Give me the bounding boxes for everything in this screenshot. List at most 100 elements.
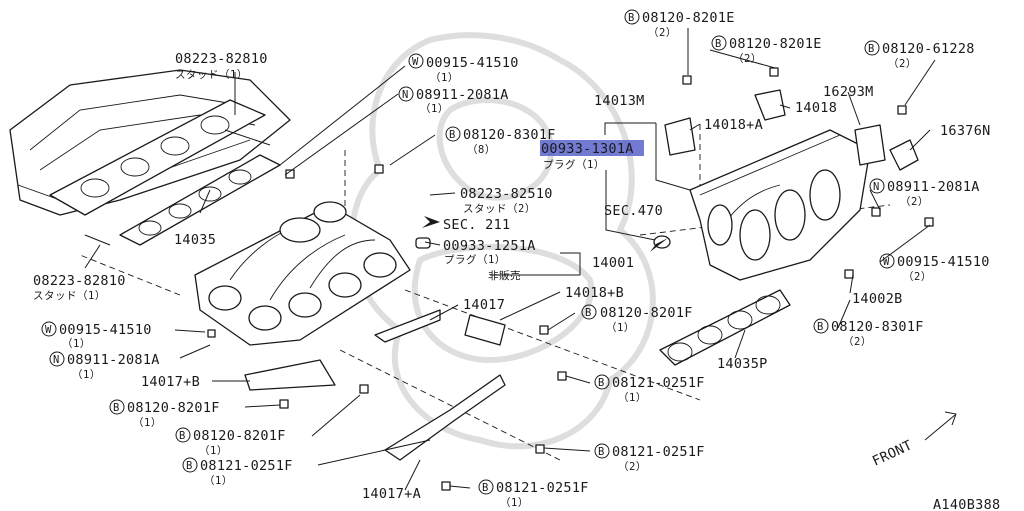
mark-N: N xyxy=(873,181,880,193)
label-08120-8201F-left: 08120-8201F xyxy=(127,400,220,416)
label-08911-2081A-right: 08911-2081A xyxy=(887,179,980,195)
label-16293M: 16293M xyxy=(823,84,874,100)
bracket-14018B xyxy=(464,314,506,346)
label-00915-41510-right: 00915-41510 xyxy=(897,254,990,270)
part-labels: 08223-82810 スタッド（1） 00915-41510 （1） 0891… xyxy=(33,10,1000,511)
diagram-reference: A140B388 xyxy=(933,497,1000,511)
bracket-14017B xyxy=(244,359,336,391)
mark-B: B xyxy=(817,321,824,333)
mark-W: W xyxy=(412,56,419,68)
mark-B: B xyxy=(449,129,456,141)
qty: （1） xyxy=(420,103,449,115)
qty: （2） xyxy=(648,27,677,39)
label-not-sold: 非販売 xyxy=(488,269,521,282)
mark-N: N xyxy=(53,354,60,366)
qty: （1） xyxy=(618,392,647,404)
label-00915-41510-left: 00915-41510 xyxy=(59,322,152,338)
bracket-14018 xyxy=(754,89,786,121)
label-08121-0251F-left: 08121-0251F xyxy=(200,458,293,474)
label-14018: 14018 xyxy=(795,100,837,116)
label-stud-top: スタッド（1） xyxy=(175,69,248,81)
label-14018B: 14018+B xyxy=(565,285,624,301)
label-08911-2081A-left: 08911-2081A xyxy=(67,352,160,368)
qty: （1） xyxy=(72,369,101,381)
label-stud-2: スタッド（2） xyxy=(463,203,536,215)
watermark-emblem xyxy=(349,32,656,450)
label-14013M: 14013M xyxy=(594,93,645,109)
label-08120-8301F-right: 08120-8301F xyxy=(831,319,924,335)
mark-B: B xyxy=(179,430,186,442)
guide-2 xyxy=(79,254,181,296)
sec211-arrow xyxy=(422,216,440,228)
intake-manifold-14001 xyxy=(194,201,411,346)
gasket-16293M xyxy=(854,124,886,166)
stud-top xyxy=(224,129,271,146)
qty: （2） xyxy=(903,271,932,283)
mark-B: B xyxy=(113,402,120,414)
label-14018A: 14018+A xyxy=(704,117,763,133)
label-08121-0251F-right1: 08121-0251F xyxy=(612,375,705,391)
gasket-14035P xyxy=(659,289,791,366)
label-08121-0251F-bottom: 08121-0251F xyxy=(496,480,589,496)
mark-W: W xyxy=(883,256,890,268)
mark-B: B xyxy=(186,460,193,472)
front-indicator: FRONT xyxy=(870,411,957,470)
label-08120-8201F-right: 08120-8201F xyxy=(600,305,693,321)
qty: （1） xyxy=(62,338,91,350)
mark-B: B xyxy=(715,38,722,50)
qty: （1） xyxy=(133,417,162,429)
qty: （2） xyxy=(733,53,762,65)
qty: （2） xyxy=(843,336,872,348)
qty: （2） xyxy=(618,461,647,473)
qty: （2） xyxy=(888,58,917,70)
label-00933-1301A: 00933-1301A xyxy=(541,141,634,157)
label-sec-470: SEC.470 xyxy=(604,203,663,219)
qty: （1） xyxy=(430,72,459,84)
mark-B: B xyxy=(482,482,489,494)
mark-W: W xyxy=(45,324,52,336)
label-08120-8301F-top: 08120-8301F xyxy=(463,127,556,143)
label-stud-bottom: スタッド（1） xyxy=(33,290,106,302)
mark-B: B xyxy=(868,43,875,55)
label-08120-8201E-a: 08120-8201E xyxy=(642,10,735,26)
label-14002B: 14002B xyxy=(852,291,903,307)
leader-lines xyxy=(84,28,936,491)
mark-B: B xyxy=(585,307,592,319)
gasket-14035 xyxy=(119,154,281,246)
qty: （1） xyxy=(204,475,233,487)
stud-bottom xyxy=(84,234,111,246)
label-08120-8201E-b: 08120-8201E xyxy=(729,36,822,52)
mark-N: N xyxy=(402,89,409,101)
label-08121-0251F-right2: 08121-0251F xyxy=(612,444,705,460)
head-flange xyxy=(49,99,266,216)
label-14035P: 14035P xyxy=(717,356,768,372)
front-label: FRONT xyxy=(870,437,915,469)
mark-circles: W N B B B B N W B B B B B W N B B B xyxy=(41,9,895,495)
label-14035: 14035 xyxy=(174,232,216,248)
label-08223-82510: 08223-82510 xyxy=(460,186,553,202)
collector-14013M xyxy=(689,129,871,281)
label-08120-61228: 08120-61228 xyxy=(882,41,975,57)
qty: （2） xyxy=(900,196,929,208)
label-00933-1251A: 00933-1251A xyxy=(443,238,536,254)
sec470-arrow xyxy=(650,238,668,252)
qty: （1） xyxy=(199,445,228,457)
label-sec-211: SEC. 211 xyxy=(443,217,510,233)
qty: （1） xyxy=(500,497,529,509)
label-00915-41510-top: 00915-41510 xyxy=(426,55,519,71)
label-plug: プラグ（1） xyxy=(543,158,605,171)
guide-4 xyxy=(339,349,561,461)
qty: （1） xyxy=(606,322,635,334)
label-08223-82810-top: 08223-82810 xyxy=(175,51,268,67)
label-08120-8201F-mid: 08120-8201F xyxy=(193,428,286,444)
label-14001: 14001 xyxy=(592,255,634,271)
bracket-16376N xyxy=(889,139,919,171)
mark-B: B xyxy=(598,446,605,458)
bracket-14017 xyxy=(374,309,441,343)
label-14017B: 14017+B xyxy=(141,374,200,390)
bracket-14018A xyxy=(664,117,696,156)
label-16376N: 16376N xyxy=(940,123,991,139)
mark-B: B xyxy=(598,377,605,389)
